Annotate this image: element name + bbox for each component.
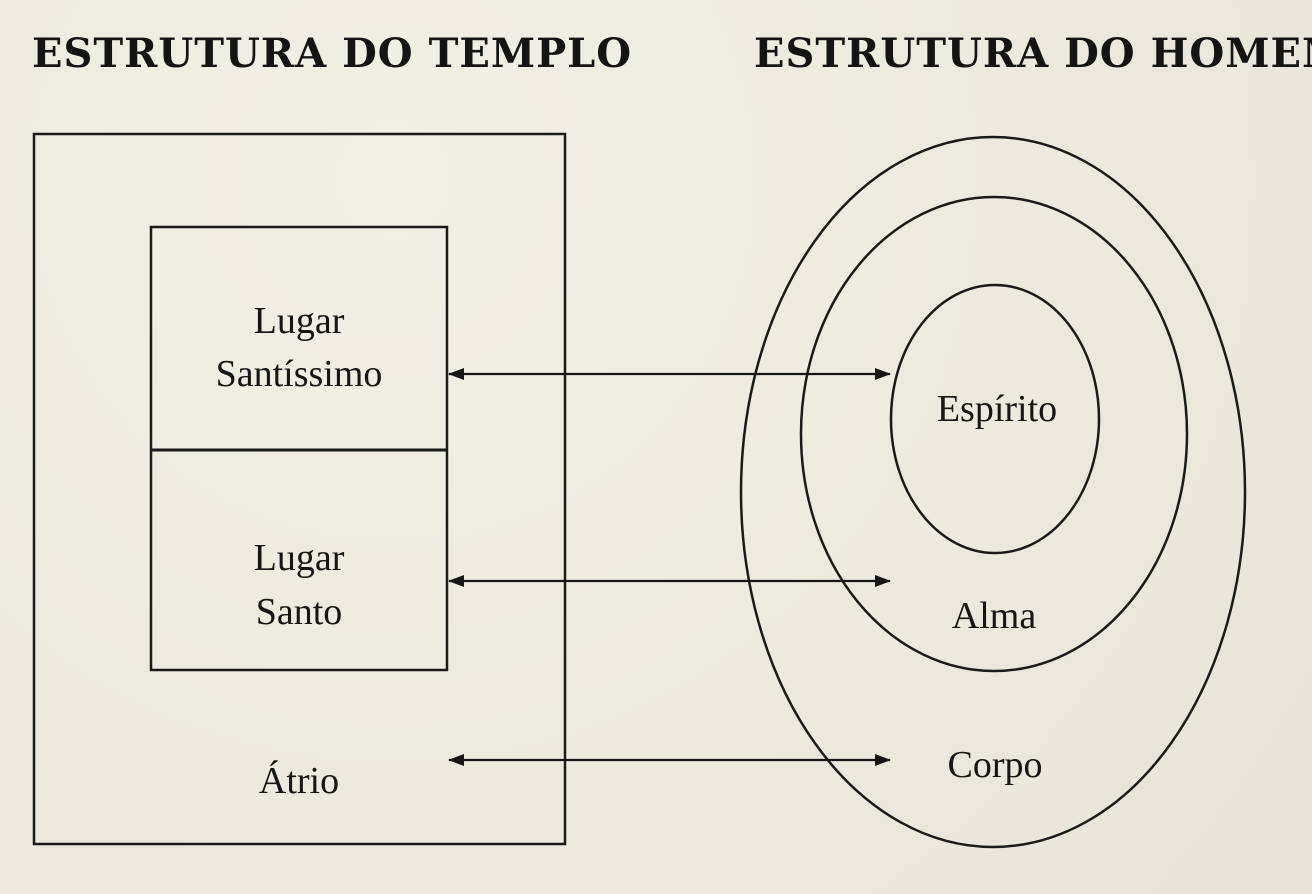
body-ellipse <box>739 135 1247 849</box>
courtyard-label: Átrio <box>259 760 339 802</box>
holy-place-label-line1: Lugar <box>254 537 345 579</box>
soul-ellipse <box>799 195 1189 673</box>
holy-place-label-line2: Santo <box>256 591 343 633</box>
body-label: Corpo <box>948 744 1043 786</box>
man-structure-heading: ESTRUTURA DO HOMEM <box>754 30 1312 77</box>
temple-structure-heading: ESTRUTURA DO TEMPLO <box>32 30 633 77</box>
holy-of-holies-label-line2: Santíssimo <box>216 353 383 395</box>
soul-label: Alma <box>952 595 1037 637</box>
spirit-label: Espírito <box>937 388 1057 430</box>
temple-outer-wall <box>32 132 567 846</box>
holy-of-holies-label-line1: Lugar <box>254 300 345 342</box>
spirit-ellipse <box>889 283 1101 555</box>
